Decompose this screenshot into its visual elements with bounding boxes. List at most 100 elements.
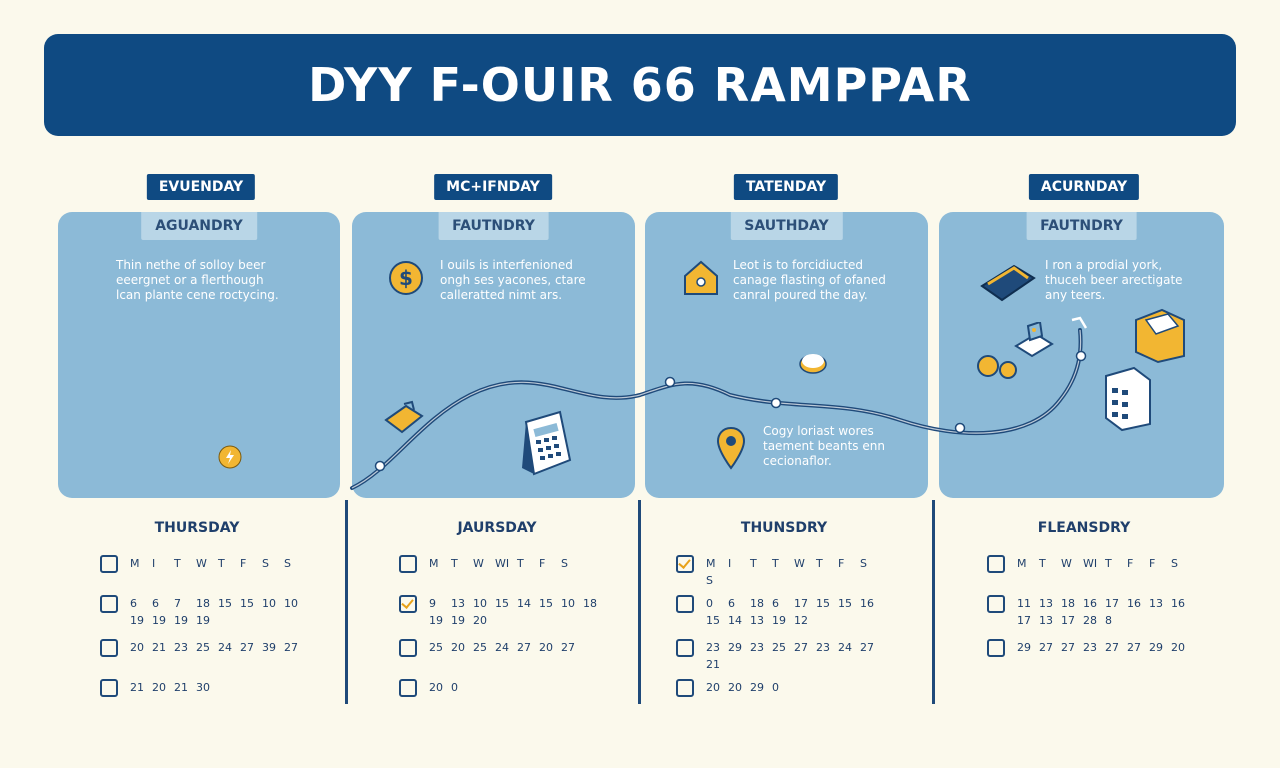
calendar-cell: 27 [794,641,808,654]
calendar-cell: 19 [174,614,188,627]
calendar-cell: T [517,557,524,570]
calendar-cell: 23 [816,641,830,654]
calendar-cell: 39 [262,641,276,654]
calendar-cell: 15 [539,597,553,610]
calendar-cell: M [429,557,439,570]
wallet-icon [384,400,424,434]
calendar-cell: 15 [838,597,852,610]
column-divider [345,500,348,704]
row-checkbox[interactable] [100,639,118,657]
calendar-cell: 6 [772,597,779,610]
calendar-cell: S [1171,557,1178,570]
column-divider [932,500,935,704]
calendar-cell: F [240,557,247,570]
row-checkbox[interactable] [987,555,1005,573]
panel-text: I ouils is interfenioned ongh ses yacone… [440,258,586,302]
calendar-cell: 17 [1061,614,1075,627]
calendar-cell: 20 [451,641,465,654]
calendar-cell: 21 [706,658,720,671]
row-checkbox[interactable] [676,595,694,613]
calendar-cell: 13 [451,597,465,610]
panel-text: I ron a prodial york, thuceh beer arecti… [1045,258,1183,302]
calendar-title: THURSDAY [154,520,240,536]
row-checkbox[interactable] [676,679,694,697]
row-checkbox[interactable] [399,555,417,573]
calendar-cell: 27 [1127,641,1141,654]
calendar-cell: 20 [1171,641,1185,654]
calendar-cell: T [451,557,458,570]
calendar-cell: 23 [750,641,764,654]
calendar-cell: 11 [1017,597,1031,610]
calendar-cell: 10 [262,597,276,610]
calendar-cell: 15 [816,597,830,610]
row-checkbox[interactable] [100,679,118,697]
svg-text:$: $ [399,266,413,290]
row-checkbox[interactable] [399,679,417,697]
calendar-cell: 15 [240,597,254,610]
calendar-cell: 24 [838,641,852,654]
calendar-cell: 29 [728,641,742,654]
calendar-cell: 27 [517,641,531,654]
day-tab-2[interactable]: MC+IFNDAY [434,174,552,200]
day-tab-4[interactable]: ACURNDAY [1028,174,1140,200]
calendar-cell: I [152,557,156,570]
calendar-cell: 20 [152,681,166,694]
row-checkbox[interactable] [676,555,694,573]
row-checkbox[interactable] [399,639,417,657]
panel-label: AGUANDRY [141,212,257,240]
calendar-cell: 19 [772,614,786,627]
calendar-cell: 14 [517,597,531,610]
calendar-cell: 21 [152,641,166,654]
calendar-cell: T [1039,557,1046,570]
calendar-cell: 10 [473,597,487,610]
row-checkbox[interactable] [676,639,694,657]
calendar-cell: T [816,557,823,570]
calendar-cell: 30 [196,681,210,694]
calendar-title: THUNSDRY [740,520,828,536]
calendar-cell: F [838,557,845,570]
calendar-title: FLEANSDRY [1037,520,1131,536]
row-checkbox[interactable] [100,595,118,613]
calendar-cell: 29 [750,681,764,694]
calendar-cell: F [1127,557,1134,570]
calendar-cell: 20 [429,681,443,694]
row-checkbox[interactable] [100,555,118,573]
row-checkbox[interactable] [399,595,417,613]
calendar-cell: W [473,557,484,570]
calendar-cell: 20 [473,614,487,627]
calendar-cell: WI [495,557,510,570]
row-checkbox[interactable] [987,639,1005,657]
calendar-cell: 16 [1127,597,1141,610]
calendar-cell: 20 [706,681,720,694]
calendar-cell: 19 [451,614,465,627]
calendar-cell: 19 [152,614,166,627]
calendar-cell: 6 [152,597,159,610]
calendar-cell: 19 [429,614,443,627]
calendar-cell: 23 [706,641,720,654]
calendar-cell: 10 [561,597,575,610]
row-checkbox[interactable] [987,595,1005,613]
calendar-cell: 27 [240,641,254,654]
calendar-cell: 16 [1083,597,1097,610]
panel-label: FAUTNDRY [438,212,549,240]
book-icon [980,264,1036,302]
title-banner: DYY F-OUIR 66 RAMPPAR [44,34,1236,136]
calendar-cell: M [130,557,140,570]
day-tab-3[interactable]: TATENDAY [733,174,839,200]
day-tab-1[interactable]: EVUENDAY [146,174,256,200]
calendar-cell: 25 [429,641,443,654]
calendar-cell: 27 [284,641,298,654]
calendar-cell: 21 [130,681,144,694]
calendar-cell: M [1017,557,1027,570]
dial-icon [799,354,827,374]
panel-1: AGUANDRY Thin nethe of solloy beer eeerg… [58,212,340,498]
